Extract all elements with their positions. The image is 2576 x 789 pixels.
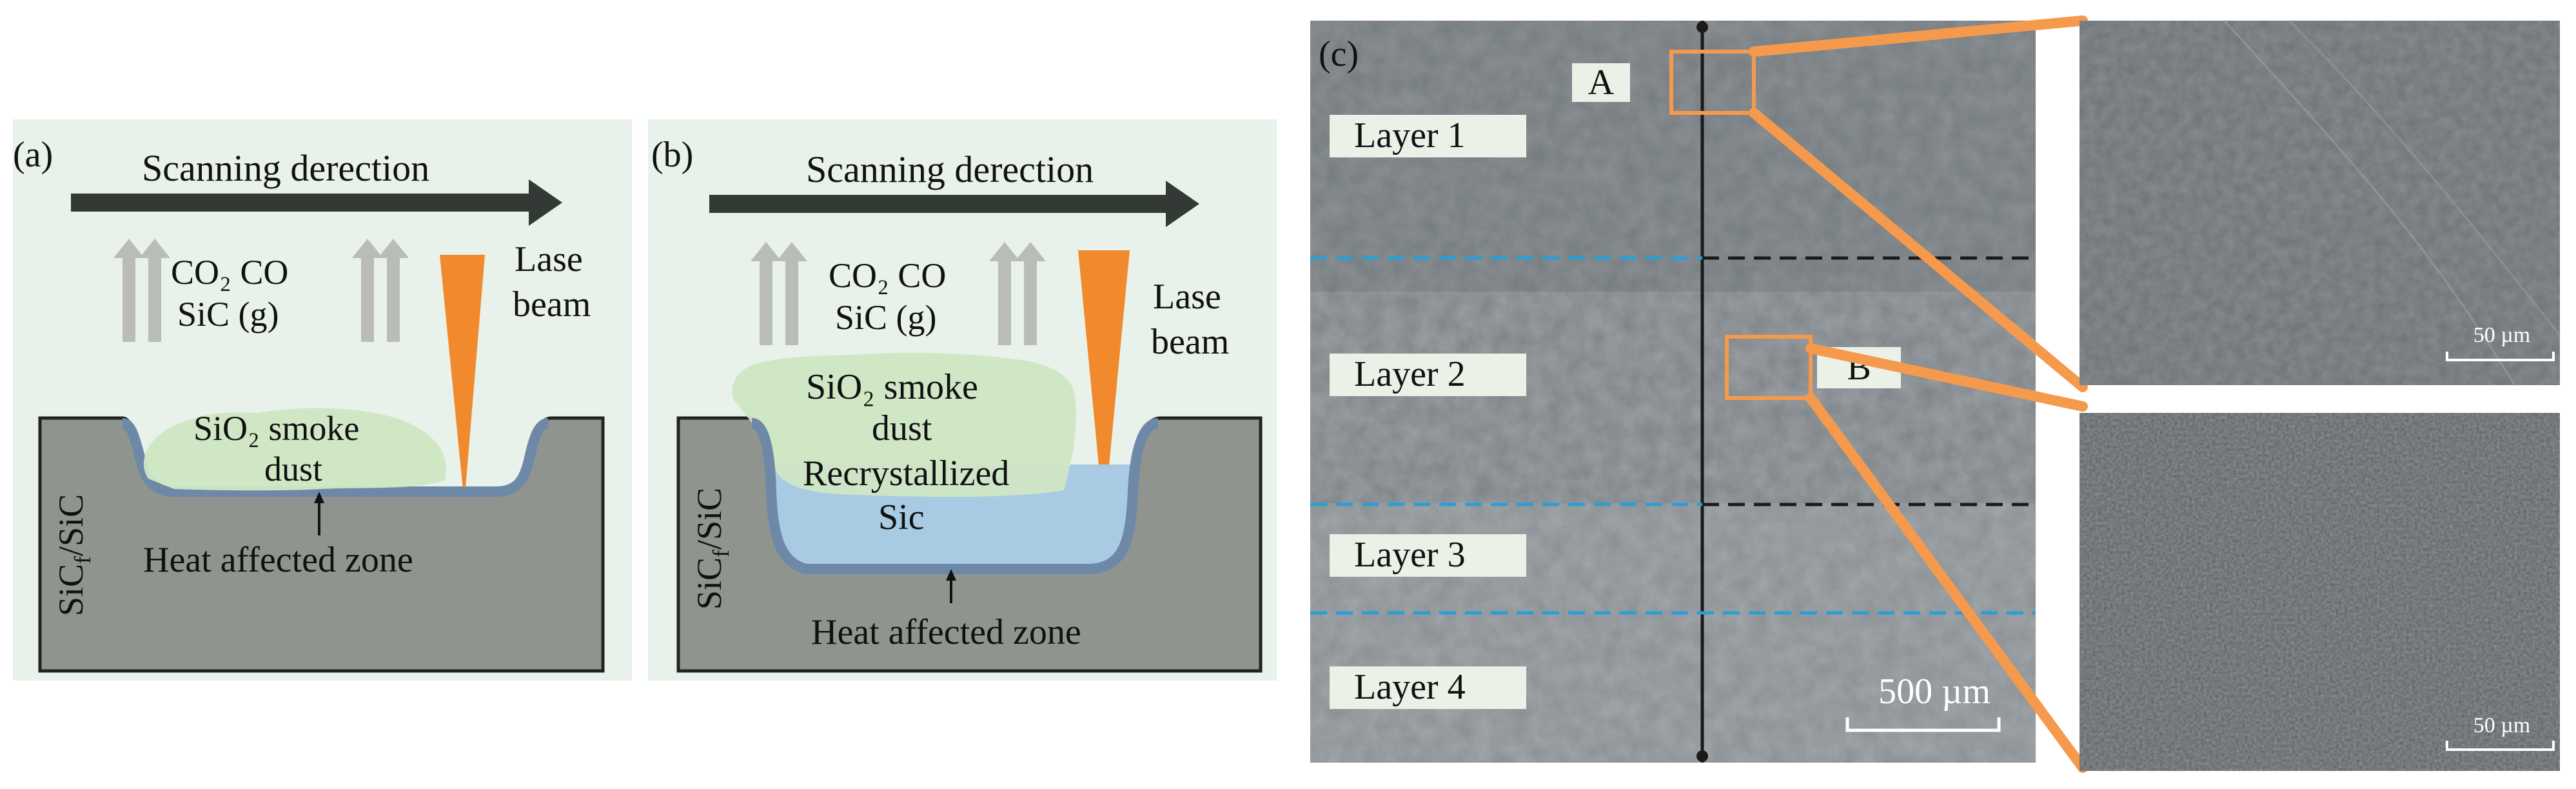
panel-c-label: (c) [1319, 34, 1359, 74]
svg-text:A: A [1588, 63, 1615, 103]
zoom-image-a: 50 µm [2079, 19, 2561, 386]
panel-b-dust-line2: dust [872, 408, 932, 448]
panel-b-scan-direction-text: Scanning derection [806, 148, 1094, 190]
panel-a-laser-line1: Lase [515, 239, 583, 279]
panel-b-label: (b) [651, 135, 693, 175]
panel-b-recryst-line2: Sic [878, 497, 925, 537]
panel-a-gas-line1: CO₂ CO [171, 253, 288, 292]
panel-a-haz-pointer-icon [314, 492, 324, 535]
scan-direction-arrow-icon [709, 181, 1199, 227]
panel-b-gas-line1: CO₂ CO [829, 256, 946, 295]
panel-b-haz-pointer-icon [946, 569, 956, 603]
panel-c: (c) Layer 1 Layer 2 Layer 3 [1310, 15, 2561, 773]
panel-b-laser-line1: Lase [1153, 277, 1221, 317]
panel-a-laser-line2: beam [513, 285, 591, 325]
panel-b-gas-line2: SiC (g) [835, 298, 937, 337]
laser-beam-icon [440, 255, 485, 503]
region-a-marker: A [1572, 50, 1756, 115]
panel-a-scan-direction-text: Scanning derection [142, 147, 429, 189]
svg-text:Layer 4: Layer 4 [1354, 667, 1466, 707]
panel-b-haz-text: Heat affected zone [811, 612, 1081, 652]
svg-text:Layer 2: Layer 2 [1354, 354, 1466, 394]
laser-beam-icon [1078, 250, 1130, 519]
vertical-measurement-line [1696, 21, 1708, 763]
main-scale-bar: 500 µm [1845, 672, 2001, 732]
panel-b-recryst-line1: Recrystallized [803, 454, 1009, 494]
layer-dividers [1310, 256, 2036, 615]
panel-b-dust-line1: SiO₂ smoke [806, 367, 978, 407]
layer-label-3: Layer 3 [1330, 534, 1526, 577]
panel-b-smoke-dust [732, 352, 1076, 497]
panel-b-laser-line2: beam [1151, 322, 1229, 362]
panel-a-smoke-dust [143, 408, 446, 491]
panel-a-haz-band [121, 418, 549, 497]
panel-b-haz-band [751, 418, 1159, 574]
layer-label-4: Layer 4 [1330, 666, 1526, 709]
callout-lines [1749, 15, 2088, 773]
panel-a-material-label: SiCf/SiC [52, 494, 95, 616]
gas-release-arrows-icon [113, 239, 409, 342]
panel-a-gas-line2: SiC (g) [177, 295, 279, 334]
svg-text:50 µm: 50 µm [2473, 714, 2531, 737]
panel-a-haz-text: Heat affected zone [143, 540, 413, 580]
gas-release-arrows-icon [751, 242, 1046, 345]
panel-b: (b) Scanning derection CO₂ CO SiC (g) La… [648, 119, 1277, 681]
panel-a-label: (a) [13, 135, 53, 175]
layer-label-2: Layer 2 [1330, 354, 1526, 396]
panel-a: (a) Scanning derection CO₂ CO SiC (g) La… [13, 119, 632, 681]
svg-text:Layer 3: Layer 3 [1354, 535, 1466, 575]
layer-label-1: Layer 1 [1330, 115, 1526, 157]
scan-direction-arrow-icon [71, 179, 562, 226]
panel-b-material-label: SiCf/SiC [690, 488, 734, 610]
panel-a-dust-line1: SiO₂ smoke [193, 409, 359, 448]
svg-text:500 µm: 500 µm [1878, 672, 1991, 712]
svg-text:50 µm: 50 µm [2473, 323, 2531, 347]
svg-text:Layer 1: Layer 1 [1354, 115, 1466, 155]
zoom-image-b: 50 µm [2079, 413, 2560, 771]
panel-a-dust-line2: dust [264, 450, 322, 488]
